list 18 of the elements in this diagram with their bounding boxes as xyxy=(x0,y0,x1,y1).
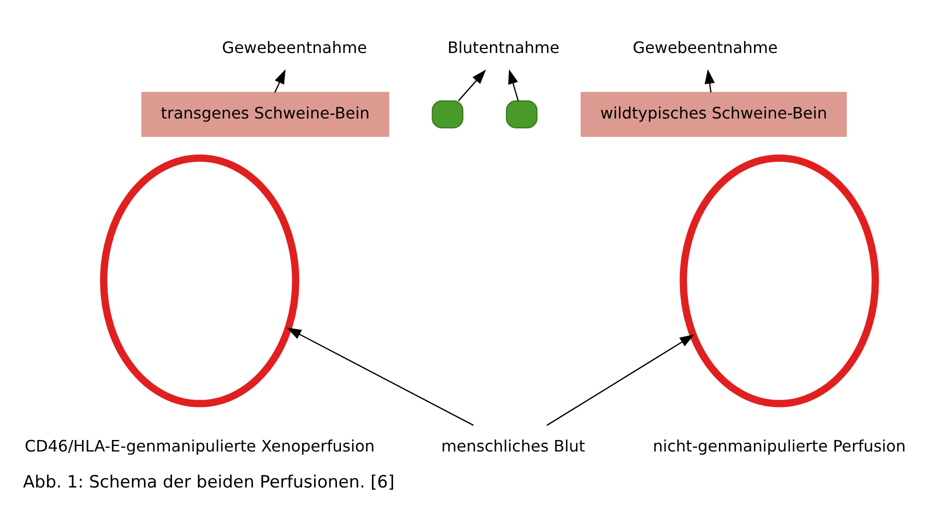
node-text: Blutentnahme xyxy=(447,37,560,56)
caption: Abb. 1: Schema der beiden Perfusionen. [6] xyxy=(23,472,395,492)
node-label: CD46/HLA-E-genmanipulierte Xenoperfusion xyxy=(24,436,375,455)
arrow xyxy=(274,68,286,92)
arrow xyxy=(286,327,474,426)
node-box xyxy=(432,100,464,128)
node-box xyxy=(506,100,538,128)
node-label: nicht-genmanipulierte Perfusion xyxy=(652,436,906,455)
node-ellipse xyxy=(100,154,300,407)
arrow xyxy=(546,334,694,426)
arrow xyxy=(508,68,519,101)
arrow xyxy=(458,69,486,101)
node-box: transgenes Schweine-Bein xyxy=(141,91,390,136)
node-box: wildtypisches Schweine-Bein xyxy=(580,91,847,136)
node-text: Gewebeentnahme xyxy=(632,37,778,56)
node-text: Gewebeentnahme xyxy=(222,37,367,56)
arrow xyxy=(704,68,715,92)
node-text: menschliches Blut xyxy=(441,436,586,455)
